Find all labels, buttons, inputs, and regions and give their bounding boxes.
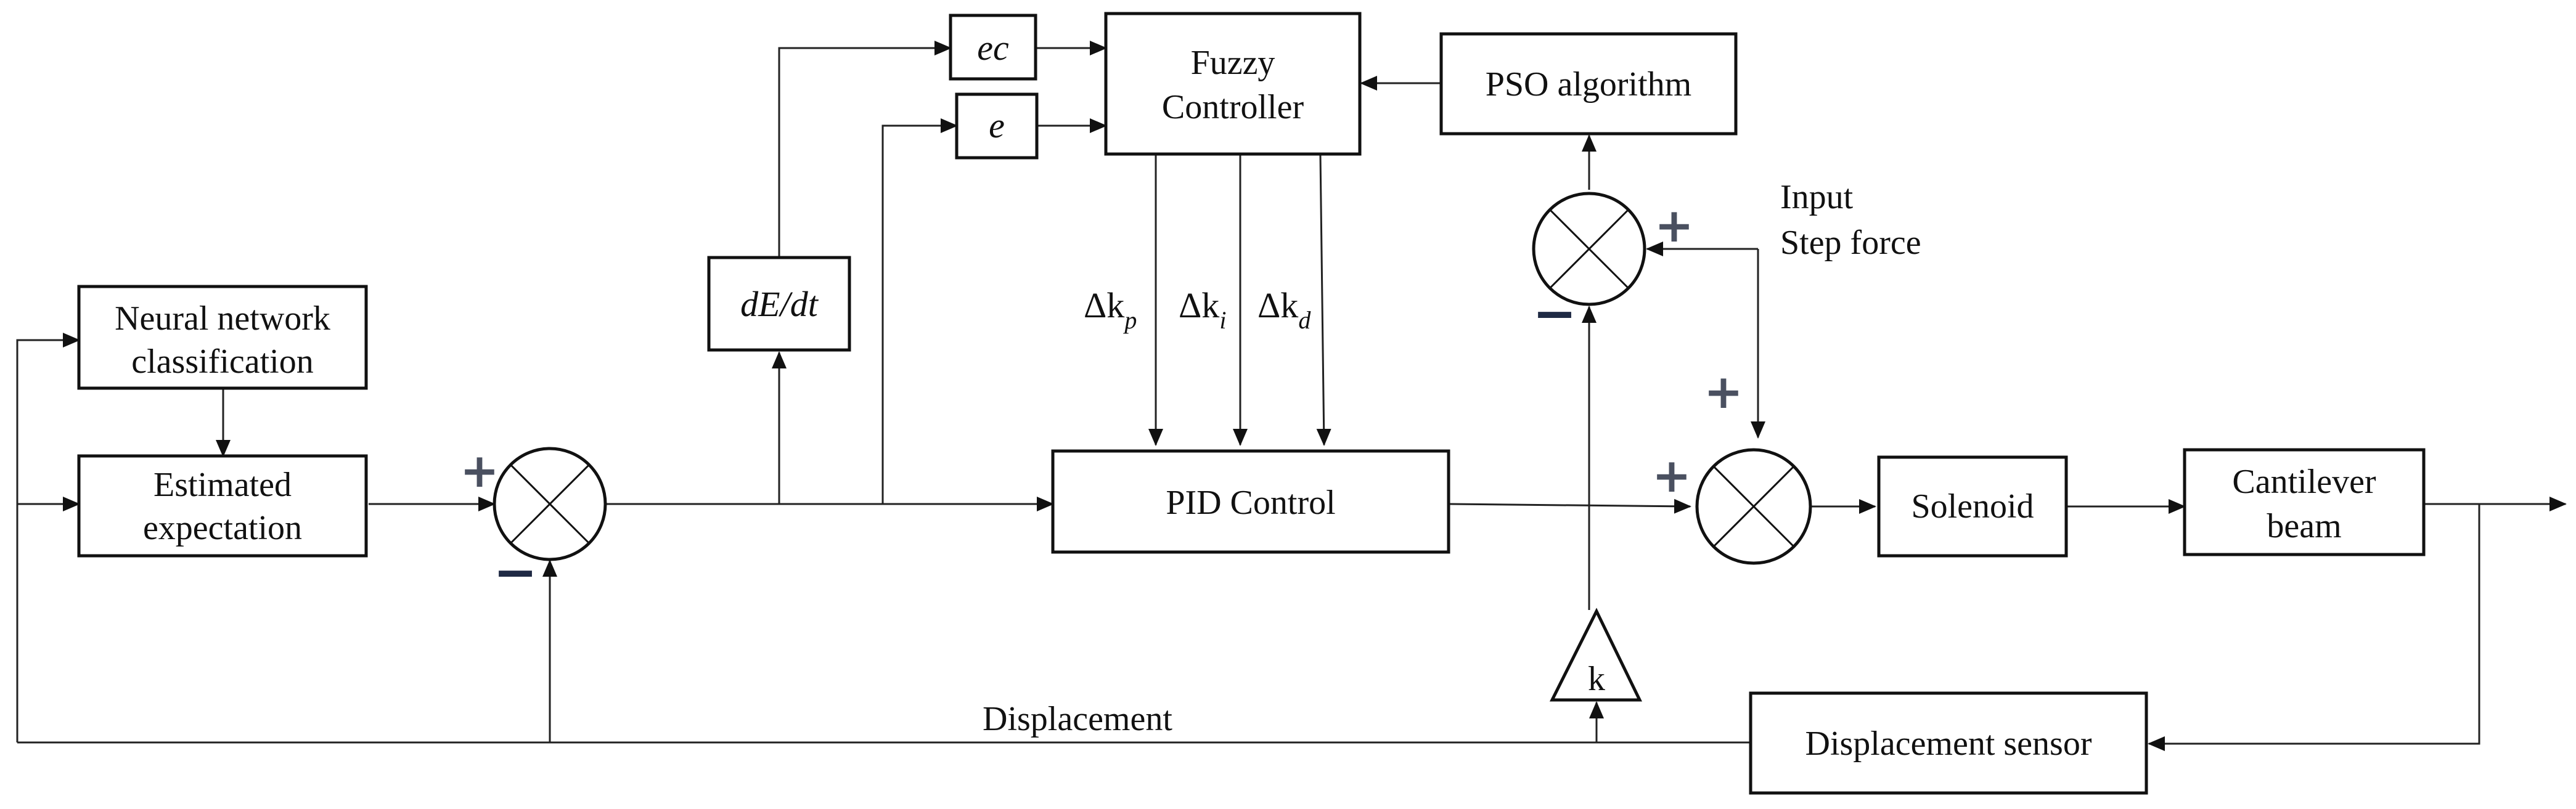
minus-sign-junction-1: −	[493, 542, 538, 603]
derivative-label: dE/dt	[740, 284, 819, 324]
pid-control-label: PID Control	[1166, 484, 1335, 522]
neural-network-label-line1: Neural network	[115, 299, 330, 338]
pso-algorithm-label: PSO algorithm	[1486, 65, 1691, 104]
displacement-sensor-label: Displacement sensor	[1805, 725, 2092, 763]
displacement-sensor-block: Displacement sensor	[1749, 691, 2148, 795]
neural-network-label-line2: classification	[131, 343, 313, 381]
cantilever-beam-label-line2: beam	[2267, 507, 2341, 545]
derivative-block: dE/dt	[707, 256, 851, 352]
summing-junction-1	[493, 447, 607, 561]
neural-network-block: Neural network classification	[77, 285, 368, 390]
pso-algorithm-block: PSO algorithm	[1439, 32, 1738, 136]
plus-sign-junction-3-top: +	[1704, 364, 1743, 419]
delta-ki-label: Δki	[1179, 285, 1226, 334]
e-block: e	[955, 92, 1039, 160]
estimated-expectation-label-line1: Estimated	[153, 466, 292, 504]
e-label: e	[989, 105, 1005, 145]
delta-kp-label: Δkp	[1084, 285, 1137, 334]
minus-sign-junction-2: −	[1532, 283, 1577, 344]
signal-lines	[16, 41, 2567, 751]
fuzzy-controller-label-line2: Controller	[1162, 88, 1304, 126]
summing-junction-3	[1695, 448, 1812, 565]
gain-k-triangle: k	[1549, 608, 1642, 702]
solenoid-label: Solenoid	[1911, 487, 2034, 526]
cantilever-beam-block: Cantilever beam	[2183, 448, 2426, 556]
fuzzy-controller-label-line1: Fuzzy	[1191, 44, 1275, 82]
displacement-label: Displacement	[983, 700, 1172, 738]
fuzzy-controller-block: Fuzzy Controller	[1104, 12, 1362, 156]
sign-markers: + − + − + +	[460, 198, 1743, 603]
plus-sign-junction-2: +	[1654, 198, 1694, 253]
gain-labels: Δkp Δki Δkd	[1084, 285, 1311, 334]
input-label: Input	[1780, 178, 1854, 216]
estimated-expectation-block: Estimated expectation	[77, 454, 368, 558]
plus-sign-junction-1: +	[460, 443, 499, 498]
step-force-label: Step force	[1780, 224, 1921, 262]
ec-block: ec	[949, 14, 1037, 81]
ec-label: ec	[977, 28, 1009, 68]
pid-control-block: PID Control	[1051, 449, 1450, 554]
gain-k-label: k	[1588, 660, 1605, 698]
solenoid-block: Solenoid	[1877, 455, 2068, 558]
delta-kd-label: Δkd	[1257, 285, 1311, 334]
summing-junction-2	[1532, 192, 1646, 306]
cantilever-beam-label-line1: Cantilever	[2232, 463, 2376, 501]
estimated-expectation-label-line2: expectation	[143, 509, 302, 547]
plus-sign-junction-3-left: +	[1652, 448, 1691, 503]
